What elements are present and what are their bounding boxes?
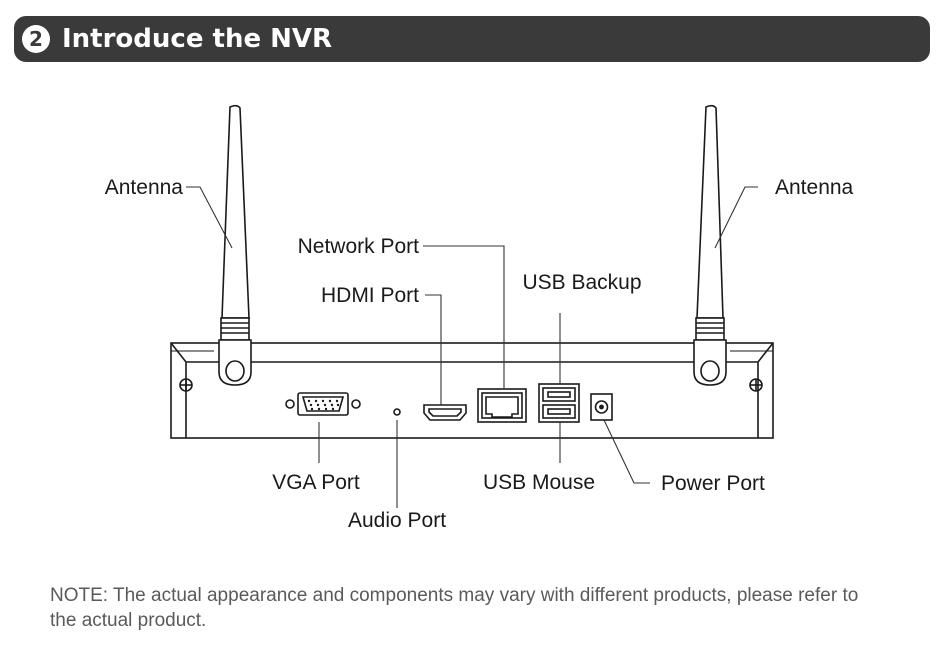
step-number-badge: 2 (22, 25, 50, 53)
right-screw-icon (749, 378, 763, 392)
leader-lines (186, 186, 758, 508)
network-port-icon (477, 388, 527, 423)
label-vga-port: VGA Port (272, 471, 360, 494)
label-network-port: Network Port (298, 235, 420, 258)
nvr-body (170, 342, 774, 439)
usb-ports-icon (538, 383, 580, 423)
label-usb-backup: USB Backup (522, 271, 641, 294)
left-screw-icon (179, 378, 193, 392)
section-header-bar (14, 16, 930, 62)
label-audio-port: Audio Port (348, 509, 446, 532)
label-hdmi-port: HDMI Port (321, 284, 419, 307)
label-usb-mouse: USB Mouse (483, 471, 595, 494)
audio-port-icon (393, 408, 401, 416)
power-port-icon (590, 393, 613, 421)
label-antenna-left: Antenna (105, 176, 184, 199)
note-text: NOTE: The actual appearance and componen… (50, 585, 859, 631)
right-antenna-icon (693, 104, 727, 386)
label-power-port: Power Port (661, 472, 765, 495)
section-title: Introduce the NVR (62, 24, 333, 54)
label-antenna-right: Antenna (775, 176, 854, 199)
hdmi-port-icon (423, 404, 467, 421)
vga-port-icon (285, 392, 361, 416)
left-antenna-icon (218, 104, 252, 386)
